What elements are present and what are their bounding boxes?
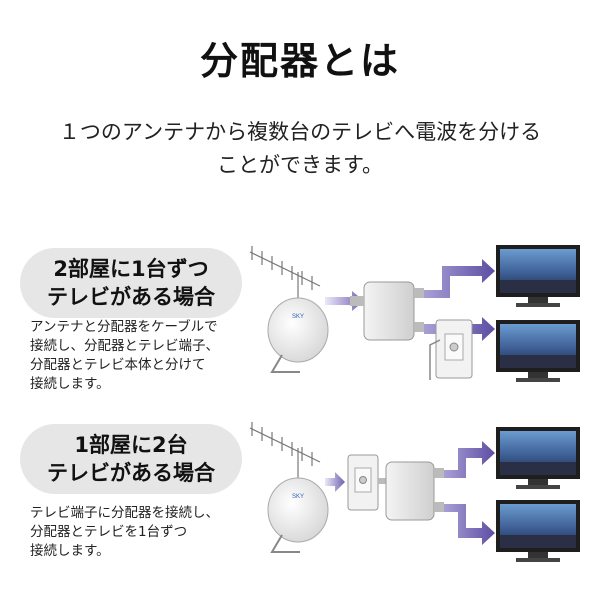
wall-outlet-icon [429,319,473,380]
signal-arrow [424,259,495,298]
antenna-icon [249,422,321,486]
signal-arrow [325,472,345,492]
case-2-note-line: 接続します。 [30,543,110,559]
case-2-heading-line-2: テレビがある場合 [47,461,215,485]
case-2-note: テレビ端子に分配器を接続し、 分配器とテレビを1台ずつ 接続します。 [30,504,250,561]
svg-text:SKY: SKY [292,314,304,320]
satellite-dish-icon: SKY [267,297,329,373]
satellite-dish-icon: SKY [267,477,329,553]
page-title: 分配器とは [199,39,400,83]
case-1-heading-line-1: 2部屋に1台ずつ [53,257,209,281]
case-1-note-line: 分配器とテレビ本体と分けて [30,357,206,373]
signal-arrow [444,441,495,478]
case-2-note-line: テレビ端子に分配器を接続し、 [30,505,219,521]
television-icon [496,427,580,489]
case-1-note-line: アンテナと分配器をケーブルで [30,319,218,335]
television-icon [496,245,580,307]
television-icon [496,320,580,382]
description: １つのアンテナから複数台のテレビへ電波を分ける ことができます。 [0,116,600,182]
case-1-note-line: 接続し、分配器とテレビ端子、 [30,338,219,354]
case-2-heading: 1部屋に2台 テレビがある場合 [20,424,242,494]
case-1-heading: 2部屋に1台ずつ テレビがある場合 [20,248,242,318]
svg-text:SKY: SKY [292,494,304,500]
signal-arrow [444,504,495,545]
television-icon [496,500,580,562]
case-1-note: アンテナと分配器をケーブルで 接続し、分配器とテレビ端子、 分配器とテレビ本体と… [30,318,250,394]
splitter-icon [385,461,444,521]
case-2-note-line: 分配器とテレビを1台ずつ [30,524,188,540]
case-2-heading-line-1: 1部屋に2台 [74,433,188,457]
splitter-icon [350,281,424,341]
case-1-note-line: 接続します。 [30,376,110,392]
case-1-heading-line-2: テレビがある場合 [47,285,215,309]
wall-outlet-icon [347,454,379,511]
description-line-1: １つのアンテナから複数台のテレビへ電波を分ける [58,120,542,144]
connector [378,478,386,484]
description-line-2: ことができます。 [217,153,383,177]
